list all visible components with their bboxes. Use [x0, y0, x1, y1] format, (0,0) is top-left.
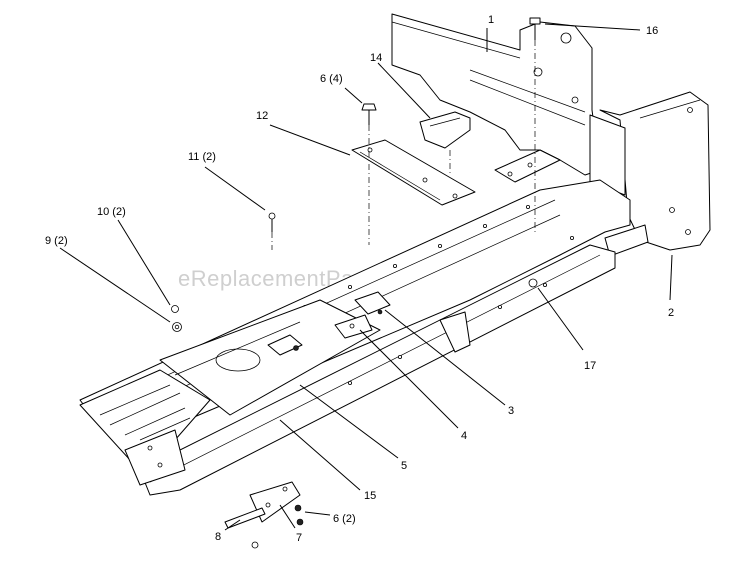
- callout-11-2: 11 (2): [188, 151, 216, 163]
- callout-8: 8: [215, 531, 221, 543]
- callout-9-2: 9 (2): [45, 235, 68, 247]
- callout-17: 17: [584, 360, 596, 372]
- mount-plate: [351, 139, 476, 206]
- callout-15: 15: [364, 490, 376, 502]
- leader-lines: [59, 23, 673, 531]
- assembly-lines: [271, 40, 536, 250]
- hardware: [171, 17, 541, 549]
- callout-3: 3: [508, 405, 514, 417]
- bracket-3: [354, 291, 391, 315]
- callout-6-2: 6 (2): [333, 513, 356, 525]
- callout-7: 7: [296, 532, 302, 544]
- callout-12: 12: [256, 110, 268, 122]
- floor-pan: [79, 299, 381, 486]
- callout-1: 1: [488, 14, 494, 26]
- callout-14: 14: [370, 52, 382, 64]
- callout-labels: 1 2 3 4 5 6 (4) 6 (2) 7 8 9 (2) 10 (2) 1…: [45, 14, 674, 544]
- callout-2: 2: [668, 307, 674, 319]
- callout-6-4: 6 (4): [320, 73, 343, 85]
- callout-4: 4: [461, 430, 467, 442]
- callout-5: 5: [401, 460, 407, 472]
- rear-frame-bracket: [391, 13, 601, 183]
- callout-10-2: 10 (2): [97, 206, 126, 218]
- callout-16: 16: [646, 25, 658, 37]
- bracket: [419, 111, 471, 149]
